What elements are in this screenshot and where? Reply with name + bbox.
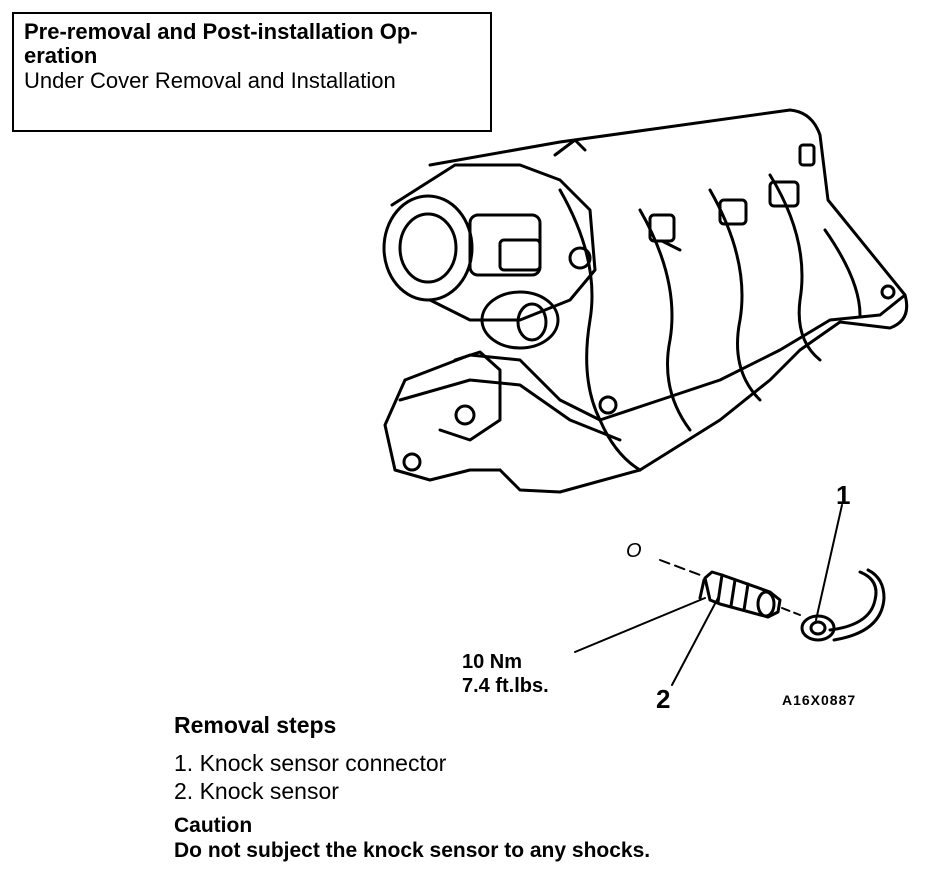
manifold-runner [708,188,762,402]
figure-code: A16X0887 [782,692,857,708]
callout-number-1: 1 [836,480,851,510]
manifold-plenum [428,108,909,494]
knock-sensor-connector [800,568,886,642]
removal-step: 1. Knock sensor connector [174,750,447,776]
leader-line-2 [671,597,719,686]
oring-mark: O [626,540,642,562]
manifold-runner [638,208,692,432]
removal-step: 2. Knock sensor [174,778,339,804]
throttle-body [390,163,597,322]
manifold-runner [558,188,642,472]
manifold-runner [823,228,862,317]
removal-steps-list: 1. Knock sensor connector 2. Knock senso… [174,749,446,805]
mounting-bracket [438,350,502,442]
header-box: Pre-removal and Post-installation Op- er… [12,12,492,132]
header-title-line1: Pre-removal and Post-installation Op- [24,19,418,44]
removal-steps-heading: Removal steps [174,712,337,738]
manifold-runner [768,173,822,362]
manifold-flange-lower [383,378,502,482]
torque-imperial: 7.4 ft.lbs. [462,675,549,697]
leader-line-1 [815,504,843,621]
caution-text: Do not subject the knock sensor to any s… [174,839,651,862]
leader-line-torque [574,597,706,653]
knock-sensor [698,570,782,619]
removal-steps: Removal steps 1. Knock sensor connector … [174,712,446,805]
manifold-flange [403,293,907,422]
caution-note: Caution Do not subject the knock sensor … [174,814,650,864]
header-title-line2: eration [24,43,98,68]
idle-control-valve [480,290,560,350]
header-subtitle: Under Cover Removal and Installation [24,68,396,93]
callout-number-2: 2 [656,684,671,714]
torque-metric: 10 Nm [462,651,523,673]
throttle-bore [382,194,474,302]
caution-heading: Caution [174,814,253,837]
torque-spec: 10 Nm 7.4 ft.lbs. [462,650,549,698]
